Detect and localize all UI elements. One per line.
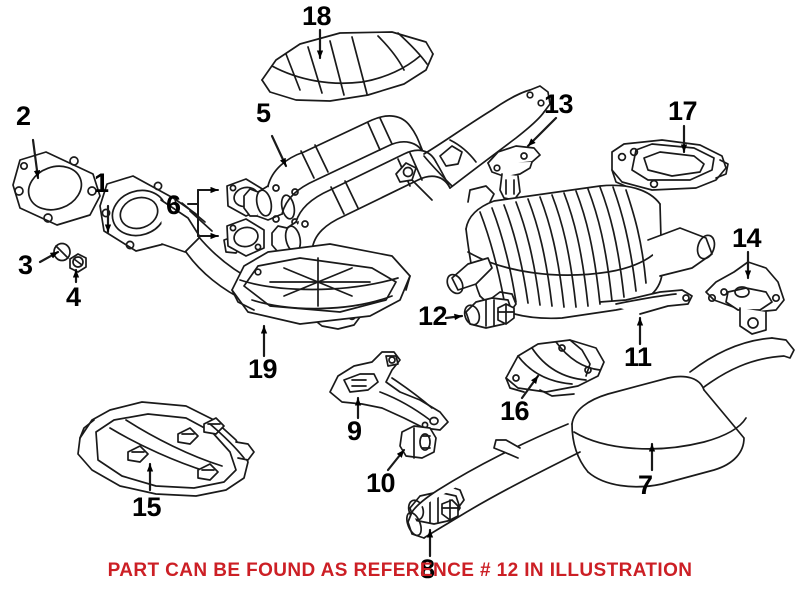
part-18-shape <box>261 31 434 102</box>
callout-label-8: 8 <box>420 554 435 584</box>
callout-label-16: 16 <box>500 396 530 426</box>
reference-note: PART CAN BE FOUND AS REFERENCE # 12 IN I… <box>107 560 693 581</box>
part-11-shape <box>446 184 716 320</box>
part-13-shape <box>487 145 541 201</box>
part-17-shape <box>611 139 729 191</box>
callout-label-13: 13 <box>544 89 574 119</box>
callout-label-4: 4 <box>66 282 81 312</box>
callout-label-12: 12 <box>418 301 448 331</box>
part-16-shape <box>505 339 605 397</box>
part-19-shape <box>231 243 411 325</box>
part-5-shape <box>243 85 551 259</box>
callout-label-15: 15 <box>132 492 162 522</box>
callout-label-14: 14 <box>732 223 762 253</box>
callout-arrows <box>31 28 752 558</box>
part-15-shape <box>77 401 255 497</box>
part-9-shape <box>329 351 449 431</box>
part-10-shape <box>399 425 437 459</box>
callout-label-3: 3 <box>18 250 33 280</box>
callout-label-9: 9 <box>347 416 362 446</box>
callout-label-1: 1 <box>94 168 109 198</box>
callout-label-2: 2 <box>16 101 31 131</box>
part-12-shape <box>463 291 517 329</box>
callout-label-17: 17 <box>668 96 698 126</box>
callout-label-7: 7 <box>638 470 653 500</box>
part-2-shape <box>12 151 101 226</box>
callout-label-10: 10 <box>366 468 396 498</box>
callout-label-11: 11 <box>624 342 652 372</box>
callout-label-18: 18 <box>302 1 332 31</box>
callout-label-5: 5 <box>256 98 271 128</box>
callout-label-19: 19 <box>248 354 278 384</box>
callout-label-6: 6 <box>166 190 181 220</box>
part-7-shape <box>405 337 795 539</box>
part-14-shape <box>705 261 785 335</box>
part-4-shape <box>69 253 87 273</box>
